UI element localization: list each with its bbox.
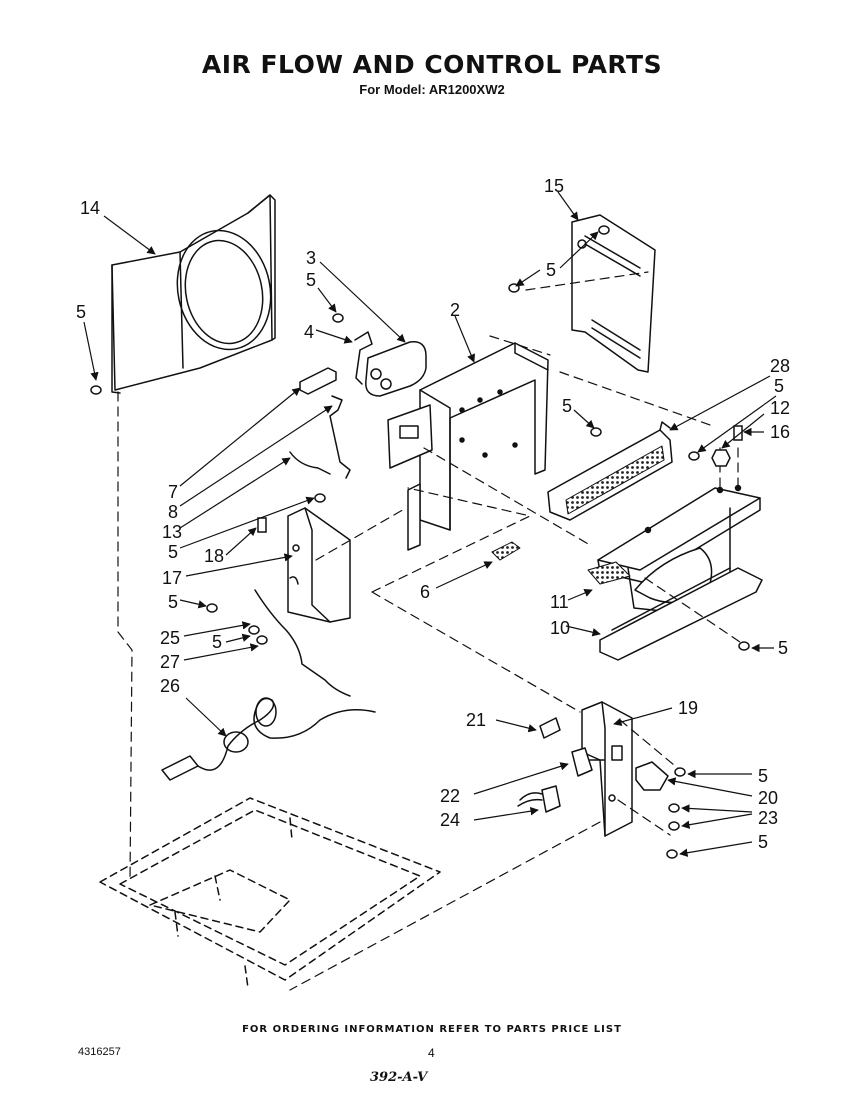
screw-16 (733, 425, 743, 441)
clip-part (299, 367, 337, 395)
label-5-bottom: 5 (758, 832, 768, 852)
label-5-grille: 5 (774, 376, 784, 396)
fan-shroud-part (111, 194, 276, 394)
screw-23b (668, 821, 680, 831)
label-18: 18 (204, 546, 224, 566)
power-cord-part (161, 697, 376, 781)
strap-part (354, 331, 373, 385)
mount-plate-part (287, 507, 351, 623)
screw-3 (332, 313, 344, 323)
assembly-lines (117, 271, 741, 991)
label-21: 21 (466, 710, 486, 730)
handwritten-note: 392-A-V (370, 1070, 428, 1085)
wire-bracket-part (329, 395, 351, 479)
label-11: 11 (550, 592, 569, 612)
label-7: 7 (168, 482, 178, 502)
label-14: 14 (80, 198, 100, 218)
grille-part (547, 421, 673, 521)
thermostat-part (517, 785, 561, 813)
label-28: 28 (770, 356, 790, 376)
document-number: 4316257 (78, 1046, 121, 1058)
screw-2 (590, 427, 602, 437)
label-19: 19 (678, 698, 698, 718)
wire-harness-part (254, 589, 351, 697)
nut-12 (711, 449, 731, 467)
screw-14 (90, 385, 102, 395)
page-title: AIR FLOW AND CONTROL PARTS (201, 50, 663, 79)
label-10: 10 (550, 618, 570, 638)
label-6: 6 (420, 582, 430, 602)
screw-25 (248, 625, 260, 635)
label-8: 8 (168, 502, 178, 522)
rotary-switch-part (571, 747, 593, 777)
screw-17 (206, 603, 218, 613)
screw-19 (674, 767, 686, 777)
knob-part (635, 761, 669, 791)
label-5-wire: 5 (168, 542, 178, 562)
label-24: 24 (440, 810, 460, 830)
label-5-cap: 5 (306, 270, 316, 290)
label-12: 12 (770, 398, 790, 418)
label-22: 22 (440, 786, 460, 806)
sponge-part (491, 541, 521, 561)
capacitor-part (365, 341, 427, 397)
screw-28 (688, 451, 700, 461)
label-15: 15 (544, 176, 564, 196)
bracket-part (571, 214, 656, 373)
screw-bottom (666, 849, 678, 859)
label-5-switch: 5 (758, 766, 768, 786)
screw-10 (738, 641, 750, 651)
label-5-box: 5 (562, 396, 572, 416)
part-labels: 14 5 15 5 3 5 4 2 5 28 5 12 16 7 8 13 5 … (76, 176, 790, 852)
label-4: 4 (304, 322, 314, 342)
label-2: 2 (450, 300, 460, 320)
label-27: 27 (160, 652, 180, 672)
label-23: 23 (758, 808, 778, 828)
label-25: 25 (160, 628, 180, 648)
label-5-bracket: 5 (546, 260, 556, 280)
ordering-note: FOR ORDERING INFORMATION REFER TO PARTS … (242, 1024, 622, 1035)
label-5-plate: 5 (168, 592, 178, 612)
control-box-part (387, 342, 549, 551)
model-subtitle: For Model: AR1200XW2 (359, 82, 505, 97)
label-5-left: 5 (76, 302, 86, 322)
label-16: 16 (770, 422, 790, 442)
base-pan-part (99, 797, 441, 989)
bracket-small-part (539, 717, 561, 739)
wire-part (289, 451, 331, 475)
screw-13 (314, 493, 326, 503)
label-13: 13 (162, 522, 182, 542)
blower-assembly-part (587, 484, 763, 661)
label-3: 3 (306, 248, 316, 268)
label-5-harness: 5 (212, 632, 222, 652)
leader-arrows (83, 191, 777, 857)
label-20: 20 (758, 788, 778, 808)
screws (90, 225, 750, 859)
label-17: 17 (162, 568, 182, 588)
label-26: 26 (160, 676, 180, 696)
page-number: 4 (428, 1046, 435, 1060)
screw-27 (256, 635, 268, 645)
screw-23a (668, 803, 680, 813)
clip-18 (257, 517, 267, 533)
label-5-base: 5 (778, 638, 788, 658)
screw-15b (598, 225, 610, 235)
